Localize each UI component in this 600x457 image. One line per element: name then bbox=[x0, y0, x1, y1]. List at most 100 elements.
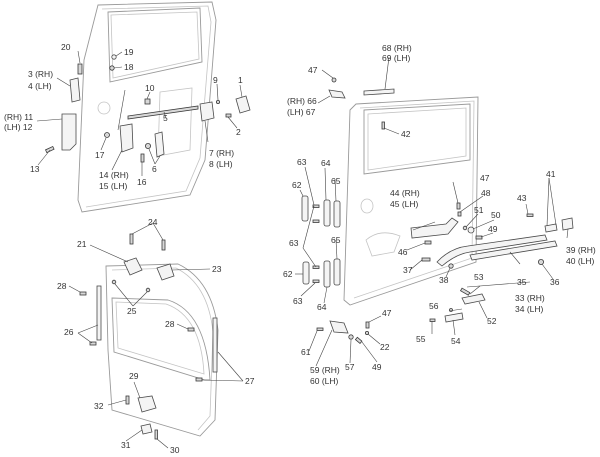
leader-lines-view1 bbox=[36, 50, 243, 176]
callout-18: 18 bbox=[124, 62, 134, 72]
part-65-plate-b bbox=[333, 258, 341, 286]
part-52-bracket bbox=[461, 293, 486, 305]
callout-29: 29 bbox=[129, 371, 139, 381]
part-47-bolt-mid bbox=[456, 202, 461, 210]
callout-49-low: 49 bbox=[372, 362, 382, 372]
callout-60-lh: 60 (LH) bbox=[310, 376, 339, 386]
part-20-bolt bbox=[77, 63, 83, 75]
part-55-screw bbox=[429, 318, 436, 322]
callout-44-rh: 44 (RH) bbox=[390, 188, 420, 198]
part-7-8-latch bbox=[199, 101, 215, 122]
part-50-roller bbox=[467, 226, 475, 234]
part-21-hinge bbox=[123, 257, 143, 276]
callout-61: 61 bbox=[301, 347, 311, 357]
part-38-nut bbox=[448, 263, 454, 269]
door-panel-inner-edge bbox=[85, 5, 212, 208]
part-14-15-handle bbox=[119, 123, 134, 153]
door-hole bbox=[97, 101, 111, 115]
callout-4-lh: 4 (LH) bbox=[28, 81, 52, 91]
callout-47-mid: 47 bbox=[480, 173, 490, 183]
callout-8-lh: 8 (LH) bbox=[209, 159, 233, 169]
outer-door-window-inner bbox=[367, 107, 467, 171]
part-18-nut bbox=[109, 65, 115, 71]
callout-59-rh: 59 (RH) bbox=[310, 365, 340, 375]
part-48-washer bbox=[457, 211, 462, 217]
callout-62-b: 62 bbox=[283, 269, 293, 279]
part-54-plate bbox=[444, 312, 464, 323]
part-3-4-hinge bbox=[69, 77, 81, 103]
callout-12-lh: (LH) 12 bbox=[4, 122, 33, 132]
labels-view2: 24 21 23 28 25 26 28 27 29 32 31 30 bbox=[57, 217, 255, 455]
part-26-strut bbox=[96, 285, 102, 341]
part-57-nut bbox=[348, 334, 354, 340]
part-19-clip bbox=[111, 54, 117, 60]
outer-door-hole bbox=[360, 198, 374, 214]
sliding-door-inner-view: 20 19 18 3 (RH) 4 (LH) 10 9 1 (RH) 11 (L… bbox=[4, 1, 251, 213]
callout-68-rh: 68 (RH) bbox=[382, 43, 412, 53]
callout-46: 46 bbox=[398, 247, 408, 257]
part-43-screw bbox=[526, 213, 534, 217]
outer-door-outline bbox=[343, 96, 479, 306]
part-29-latch bbox=[137, 395, 157, 413]
part-61-screw bbox=[316, 327, 324, 331]
callout-45-lh: 45 (LH) bbox=[390, 199, 419, 209]
part-32-bolt bbox=[125, 395, 130, 405]
part-17-nut bbox=[104, 132, 110, 138]
part-24-bolt-a bbox=[129, 233, 134, 245]
part-63-screw-a bbox=[312, 204, 320, 208]
callout-48: 48 bbox=[481, 188, 491, 198]
part-49-bolt bbox=[475, 235, 483, 240]
callout-17: 17 bbox=[95, 150, 105, 160]
part-27-strut bbox=[212, 317, 218, 373]
part-62-guide-b bbox=[302, 261, 310, 285]
part-24-bolt-b bbox=[161, 239, 166, 251]
callout-23: 23 bbox=[212, 264, 222, 274]
callout-5: 5 bbox=[163, 113, 168, 123]
part-2-screw bbox=[225, 113, 232, 118]
callout-11-rh: (RH) 11 bbox=[4, 112, 33, 122]
callout-16: 16 bbox=[137, 177, 147, 187]
callout-57: 57 bbox=[345, 362, 355, 372]
part-10-clip bbox=[144, 98, 151, 105]
tailgate-window-inner bbox=[115, 301, 205, 375]
callout-28-b: 28 bbox=[165, 319, 175, 329]
callout-49-mid: 49 bbox=[488, 224, 498, 234]
callout-14-rh: 14 (RH) bbox=[99, 170, 129, 180]
part-49-bolt-lower bbox=[354, 336, 363, 345]
callout-33-rh: 33 (RH) bbox=[515, 293, 545, 303]
outer-door-window bbox=[363, 103, 471, 175]
callout-53: 53 bbox=[474, 272, 484, 282]
part-9-pin bbox=[215, 100, 220, 105]
sliding-door-outer-view: 68 (RH) 69 (LH) 47 (RH) 66 (LH) 67 42 63… bbox=[283, 43, 596, 386]
part-33-34-track bbox=[436, 234, 548, 267]
callout-7-rh: 7 (RH) bbox=[209, 148, 234, 158]
callout-47-low: 47 bbox=[382, 308, 392, 318]
part-63-screw-c bbox=[312, 265, 320, 269]
callout-38: 38 bbox=[439, 275, 449, 285]
part-65-plate-a bbox=[333, 200, 341, 228]
part-59-60-lower-arm bbox=[329, 320, 349, 334]
part-46-bolt bbox=[424, 240, 432, 245]
part-25-nut-a bbox=[111, 279, 117, 285]
part-rod-vertical bbox=[117, 89, 126, 131]
callout-35: 35 bbox=[517, 277, 527, 287]
callout-30: 30 bbox=[170, 445, 180, 455]
tailgate-outline bbox=[105, 263, 219, 437]
part-31-striker bbox=[140, 423, 153, 435]
part-47-bolt-lower bbox=[365, 321, 370, 329]
callout-56: 56 bbox=[429, 301, 439, 311]
part-41-bracket bbox=[544, 223, 558, 233]
callout-34-lh: 34 (LH) bbox=[515, 304, 544, 314]
callout-63-b: 63 bbox=[289, 238, 299, 248]
callout-42: 42 bbox=[401, 129, 411, 139]
callout-9: 9 bbox=[213, 75, 218, 85]
callout-51: 51 bbox=[474, 205, 484, 215]
part-63-screw-d bbox=[312, 279, 320, 283]
callout-15-lh: 15 (LH) bbox=[99, 181, 128, 191]
callout-10: 10 bbox=[145, 83, 155, 93]
callout-64-a: 64 bbox=[321, 158, 331, 168]
callout-63-c: 63 bbox=[293, 296, 303, 306]
callout-66-rh: (RH) 66 bbox=[287, 96, 317, 106]
part-30-screw bbox=[154, 429, 158, 440]
